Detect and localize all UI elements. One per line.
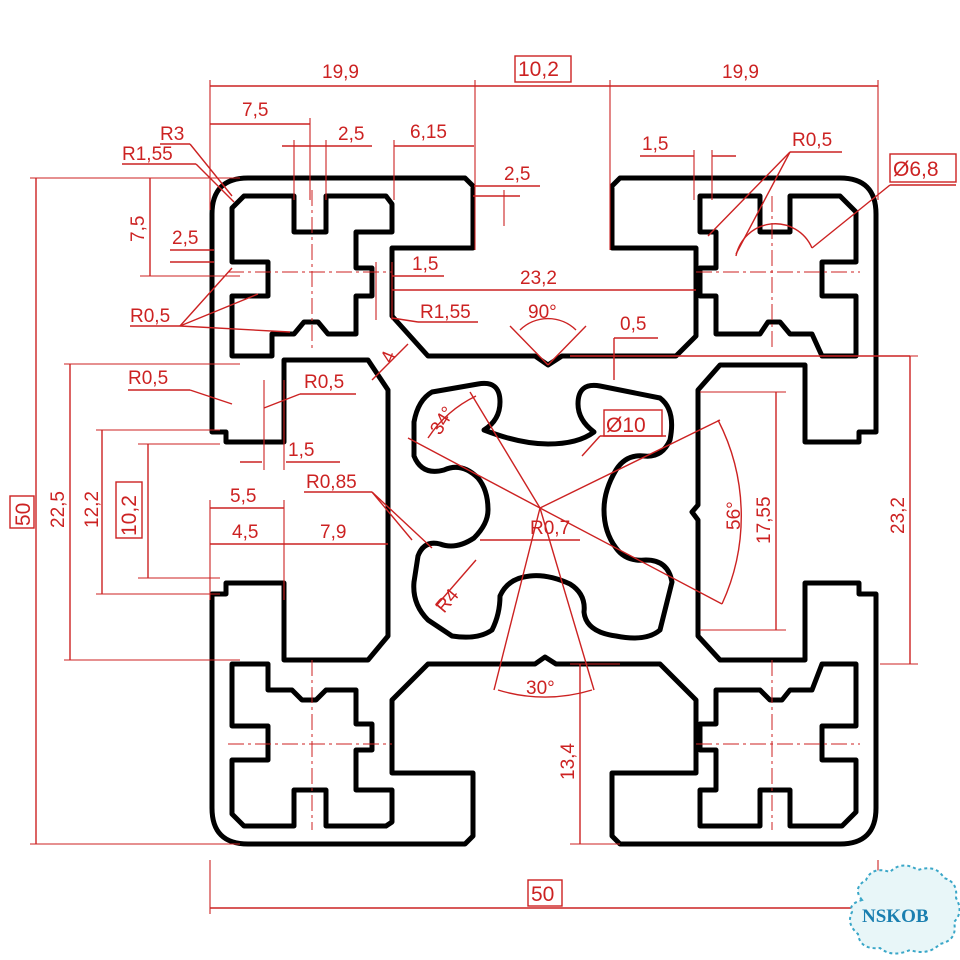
dim-label-r0-5-a: R0,5 xyxy=(128,368,168,389)
logo-text: NSKOB xyxy=(862,906,929,927)
dim-label-6-15: 6,15 xyxy=(410,122,447,143)
dim-label-7-5-top: 7,5 xyxy=(242,100,268,121)
dim-label-r3: R3 xyxy=(160,124,184,145)
dim-label-23-2-v: 23,2 xyxy=(888,497,909,534)
dim-label-5-5: 5,5 xyxy=(230,486,256,507)
pocket-top-left xyxy=(229,193,395,359)
dim-label-7-5-left: 7,5 xyxy=(128,216,149,242)
dim-label-1-5-mid: 1,5 xyxy=(412,254,438,275)
pocket-bottom-right xyxy=(697,661,859,829)
dim-label-2-5-left: 2,5 xyxy=(172,228,198,249)
dim-label-r1-55-mid: R1,55 xyxy=(420,302,471,323)
dim-label-90-deg: 90° xyxy=(528,302,557,323)
dim-box-50-left xyxy=(9,495,35,529)
centerlines xyxy=(228,190,860,830)
dim-label-4-5: 4,5 xyxy=(232,522,258,543)
profile-outline xyxy=(209,175,879,847)
dim-box-dia-6-8 xyxy=(889,153,957,183)
dimension-lines xyxy=(30,80,956,914)
dim-label-56-deg: 56° xyxy=(724,501,745,530)
outer-contour xyxy=(209,175,879,847)
dim-box-dia-10 xyxy=(603,409,663,437)
dim-label-7-9: 7,9 xyxy=(320,522,346,543)
dim-label-10-2-top: 10,2 xyxy=(518,58,559,81)
dim-label-10-2-left: 10,2 xyxy=(118,495,141,536)
dim-label-4: 4 xyxy=(377,348,401,366)
dim-box-50-bottom xyxy=(527,879,563,907)
pocket-top-right xyxy=(697,193,859,359)
dim-label-r0-5-b: R0,5 xyxy=(304,372,344,393)
center-hole xyxy=(411,380,675,641)
dim-label-r0-7: R0,7 xyxy=(530,518,570,539)
dim-label-12-2: 12,2 xyxy=(82,491,103,528)
dim-label-1-5-low: 1,5 xyxy=(288,440,314,461)
dim-label-17-55: 17,55 xyxy=(754,496,775,544)
dim-label-dia-6-8: Ø6,8 xyxy=(893,158,939,181)
brand-logo: NSKOB xyxy=(849,864,960,955)
dim-label-2-5-right: 2,5 xyxy=(504,164,530,185)
dim-box-10-2-top xyxy=(514,55,572,83)
dim-label-22-5: 22,5 xyxy=(48,491,69,528)
dim-label-19-9-left: 19,9 xyxy=(322,62,359,83)
logo-cloud-shape xyxy=(849,864,960,955)
dim-box-10-2-left xyxy=(115,481,143,539)
dim-label-50-left: 50 xyxy=(12,503,35,526)
pocket-bottom-left xyxy=(229,661,395,829)
dim-label-r0-5-left: R0,5 xyxy=(130,306,170,327)
dim-label-r4: R4 xyxy=(432,585,464,617)
dim-label-r1-55-top: R1,55 xyxy=(122,144,173,165)
dim-label-1-5-tr: 1,5 xyxy=(642,134,668,155)
dim-label-23-2-h: 23,2 xyxy=(520,268,557,289)
dim-label-2-5-top: 2,5 xyxy=(338,124,364,145)
dim-label-dia-10: Ø10 xyxy=(606,414,646,437)
dim-label-r0-5-tr: R0,5 xyxy=(792,130,832,151)
dim-label-13-4: 13,4 xyxy=(558,743,579,780)
dim-label-30-deg: 30° xyxy=(526,678,555,699)
dim-label-19-9-right: 19,9 xyxy=(722,62,759,83)
dim-label-r0-85: R0,85 xyxy=(306,472,357,493)
dim-label-0-5: 0,5 xyxy=(620,314,646,335)
dim-label-50-bottom: 50 xyxy=(531,883,554,906)
